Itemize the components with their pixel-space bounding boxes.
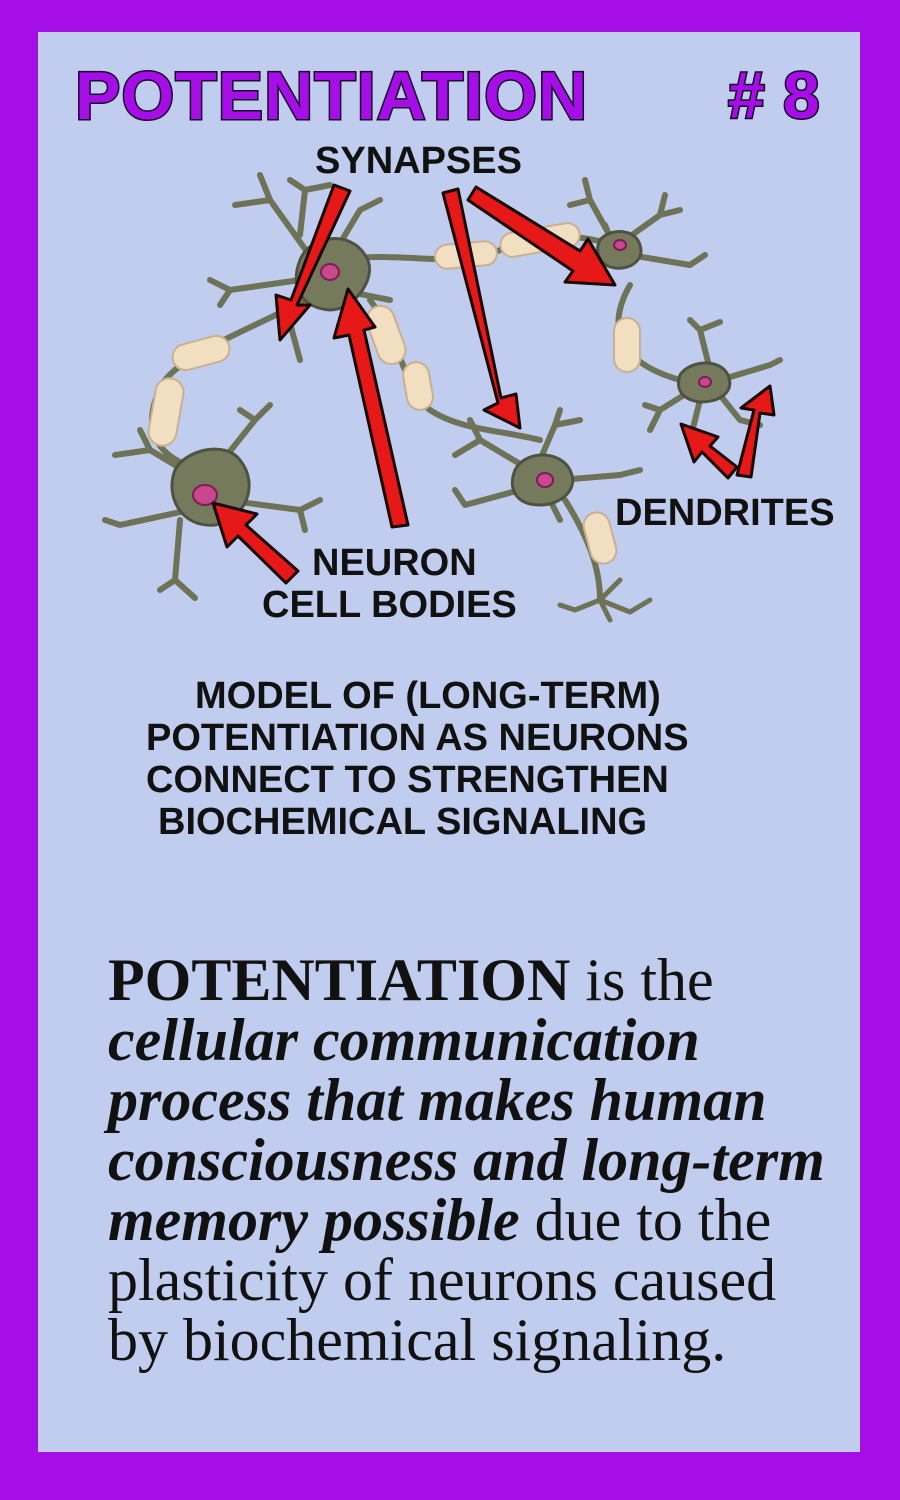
dendrites-top-left xyxy=(207,172,393,363)
myelin-2 xyxy=(171,334,231,372)
arrow-dendrite-right xyxy=(735,384,776,479)
definition-line-2: cellular communication xyxy=(108,1007,700,1073)
label-dendrites: DENDRITES xyxy=(615,492,835,534)
label-neuron: NEURON xyxy=(312,542,477,584)
definition-line-5-rest: due to the xyxy=(519,1187,772,1253)
caption-line-1: MODEL OF (LONG-TERM) xyxy=(195,675,661,717)
definition-line-6: plasticity of neurons caused xyxy=(108,1247,777,1313)
nucleus-5 xyxy=(698,376,712,388)
label-cell-bodies: CELL BODIES xyxy=(262,584,517,626)
definition-line-5-italic: memory possible xyxy=(108,1187,520,1253)
arrow-synapse-left xyxy=(274,183,352,342)
nucleus-4 xyxy=(613,239,627,251)
definition-line-1: POTENTIATION is the xyxy=(108,950,848,1010)
dendrites-right xyxy=(642,317,783,443)
caption-line-2: POTENTIATION AS NEURONS xyxy=(146,717,689,759)
nucleus-3 xyxy=(536,472,554,488)
dendrites-bottom xyxy=(557,577,653,623)
myelin-1 xyxy=(147,377,185,447)
arrow-cell-body-top xyxy=(332,287,410,529)
arrow-synapse-middle xyxy=(441,187,522,430)
page-title: POTENTIATION xyxy=(73,58,589,134)
definition-line-4: consciousness and long-term xyxy=(108,1127,825,1193)
dendrites-left xyxy=(102,402,323,601)
arrow-cell-body-left xyxy=(211,501,300,585)
myelin-8 xyxy=(582,511,618,565)
arrow-synapse-right xyxy=(466,185,617,287)
myelin-3 xyxy=(365,304,407,366)
nucleus-2 xyxy=(192,484,218,506)
definition-term: POTENTIATION xyxy=(108,947,571,1013)
definition-paragraph: POTENTIATION is the cellular communicati… xyxy=(108,950,848,1370)
dendrites-middle xyxy=(452,407,643,523)
dendrites-top-right xyxy=(567,177,708,268)
caption-line-3: CONNECT TO STRENGTHEN xyxy=(146,759,669,801)
definition-line-3: process that makes human xyxy=(108,1067,767,1133)
definition-after-term: is the xyxy=(570,947,714,1013)
myelin-4 xyxy=(402,361,434,411)
definition-line-5: memory possible due to the xyxy=(108,1190,848,1250)
definition-line-7: by biochemical signaling. xyxy=(108,1307,727,1373)
card-number: # 8 xyxy=(727,58,822,132)
arrow-dendrite-left xyxy=(679,422,739,480)
myelin-7 xyxy=(613,317,641,373)
caption-line-4: BIOCHEMICAL SIGNALING xyxy=(158,801,648,843)
nucleus-1 xyxy=(320,263,340,281)
label-synapses: SYNAPSES xyxy=(315,140,522,182)
